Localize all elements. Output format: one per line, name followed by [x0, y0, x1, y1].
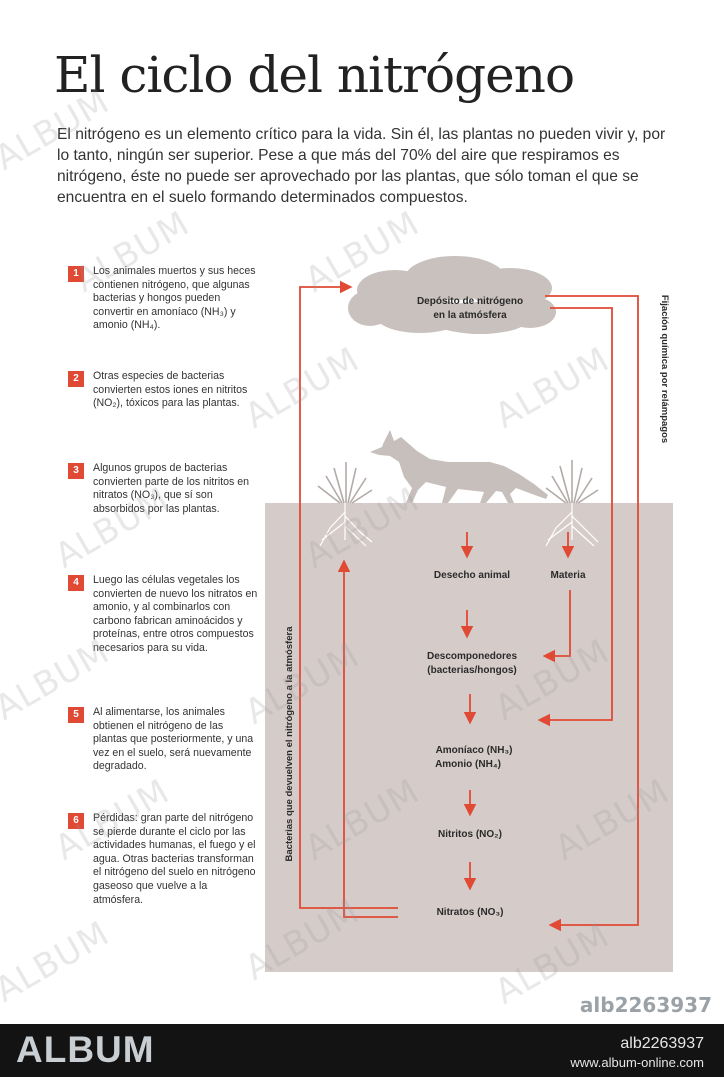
label-fijacion-vertical: Fijación química por relámpagos	[659, 295, 670, 443]
footer-bar: ALBUM alb2263937 www.album-online.com	[0, 1024, 724, 1077]
label-descomponedores-line2: (bacterias/hongos)	[427, 665, 516, 676]
step-text: Otras especies de bacterias convierten e…	[93, 370, 248, 410]
step-text: Al alimentarse, los animales obtienen el…	[93, 706, 254, 773]
roots-left	[319, 503, 373, 547]
label-desecho-animal: Desecho animal	[434, 570, 510, 581]
step-number-badge: 1	[68, 266, 84, 282]
fox-silhouette	[370, 430, 548, 503]
arrow-materia-to-descomponedores	[542, 590, 571, 663]
label-amonio: Amonio (NH₄)	[435, 759, 501, 770]
footer-image-id: alb2263937	[620, 1035, 704, 1052]
step-text: Pérdidas: gran parte del nitrógeno se pi…	[93, 812, 256, 906]
arrow-cloud-to-ammonia	[537, 307, 613, 727]
cloud-label-line1: Depósito de nitrógeno	[417, 296, 523, 307]
footer-logo: ALBUM	[16, 1029, 155, 1070]
step-number-badge: 2	[68, 371, 84, 387]
footer-url-link[interactable]: www.album-online.com	[570, 1055, 704, 1070]
label-bacterias-vertical: Bacterias que devuelven el nitrógeno a l…	[284, 626, 295, 862]
arrow-nitratos-to-plants	[337, 559, 398, 918]
step-text: Los animales muertos y sus heces contien…	[93, 265, 256, 332]
arrow-nitratos-to-atmosphere	[299, 280, 398, 909]
grass-left	[317, 462, 373, 504]
step-number-badge: 3	[68, 463, 84, 479]
step-text: Algunos grupos de bacterias convierten p…	[93, 462, 250, 515]
label-nitritos: Nitritos (NO₂)	[438, 829, 502, 840]
roots-right	[545, 503, 599, 547]
arrow-lightning-fixation	[545, 295, 639, 932]
label-amoniaco: Amoníaco (NH₃)	[436, 745, 513, 756]
label-nitratos: Nitratos (NO₃)	[437, 907, 504, 918]
label-descomponedores-line1: Descomponedores	[427, 651, 517, 662]
label-materia: Materia	[550, 570, 585, 581]
page-title: El ciclo del nitrógeno	[54, 46, 575, 104]
watermark-code: alb2263937	[579, 993, 712, 1017]
cloud-shape	[348, 256, 556, 334]
step-number-badge: 6	[68, 813, 84, 829]
cloud-label-line2: en la atmósfera	[433, 310, 507, 321]
step-text: Luego las células vegetales los conviert…	[93, 574, 258, 654]
step-number-badge: 5	[68, 707, 84, 723]
intro-paragraph: El nitrógeno es un elemento crítico para…	[57, 126, 666, 206]
soil-area	[265, 503, 673, 972]
grass-right	[545, 460, 599, 504]
cycle-arrows	[299, 280, 639, 932]
step-number-badge: 4	[68, 575, 84, 591]
